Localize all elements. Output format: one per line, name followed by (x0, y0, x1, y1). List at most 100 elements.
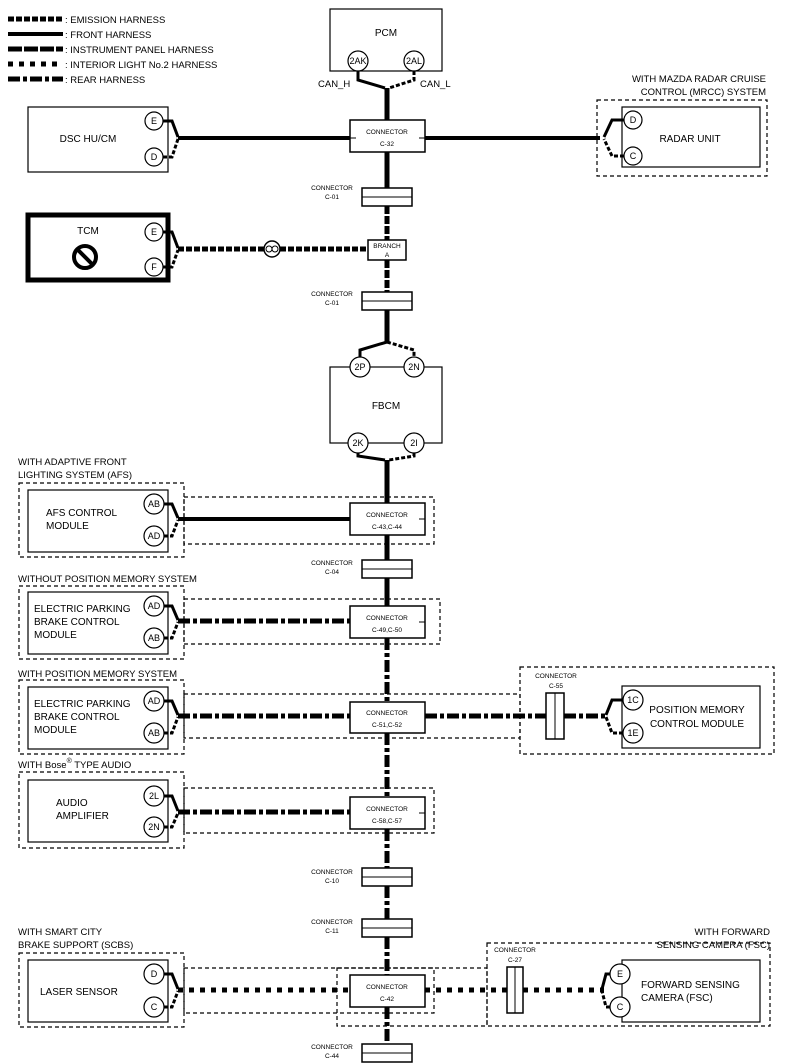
connector-c-51-c-52-caption: CONNECTOR (366, 710, 408, 717)
connector-c-42-id: C-42 (380, 996, 394, 1003)
fsc-title-1: WITH FORWARD (695, 927, 771, 938)
with-position-memory-title: WITH POSITION MEMORY SYSTEM (18, 669, 177, 680)
dsc-module: DSC HU/CM E D (27, 106, 350, 173)
afs-title-1: WITH ADAPTIVE FRONT (18, 457, 127, 468)
forward-sensing-camera: FORWARD SENSING CAMERA (FSC) E C (600, 959, 761, 1023)
connector-c-01-upper-id: C-01 (325, 194, 339, 201)
scbs-title-2: BRAKE SUPPORT (SCBS) (18, 940, 133, 951)
epb1-pin-ab-label: AB (148, 633, 160, 643)
fsc-option-box-right (486, 942, 771, 1027)
epb1-label-3: MODULE (34, 630, 77, 641)
connector-c-55-caption: CONNECTOR (535, 673, 577, 680)
epb2-label-1: ELECTRIC PARKING (34, 699, 131, 710)
connector-c-32-caption: CONNECTOR (366, 129, 408, 136)
connector-c-27: CONNECTOR C-27 (494, 947, 536, 1014)
connector-c-01-lower: CONNECTOR C-01 (311, 291, 413, 311)
epb1-option-box-right (183, 598, 441, 645)
connector-c-01-upper: CONNECTOR C-01 (311, 185, 413, 207)
fbcm-pin-2n (403, 356, 425, 378)
tcm-label: TCM (77, 226, 99, 237)
afs-control-module: AFS CONTROL MODULE AB AD (27, 489, 350, 553)
connector-c-51-c-52-id: C-51,C-52 (372, 722, 402, 729)
tcm-module: TCM E F (25, 212, 368, 283)
pmcm-label-2: CONTROL MODULE (650, 719, 744, 730)
connector-c-44-caption: CONNECTOR (311, 1044, 353, 1051)
mrcc-option-box (596, 99, 768, 177)
epb1-label-2: BRAKE CONTROL (34, 617, 120, 628)
epb2-pin-ab-label: AB (148, 728, 160, 738)
fsc-module-label-1: FORWARD SENSING (641, 980, 740, 991)
fbcm-pin-2n-label: 2N (408, 362, 420, 372)
connector-c-04-caption: CONNECTOR (311, 560, 353, 567)
epb-module-with-memory: ELECTRIC PARKING BRAKE CONTROL MODULE AD… (27, 686, 350, 750)
legend: : EMISSION HARNESS : FRONT HARNESS : INS… (8, 15, 217, 86)
legend-label-rear: : REAR HARNESS (65, 75, 145, 86)
dsc-label: DSC HU/CM (60, 134, 117, 145)
epb2-label-2: BRAKE CONTROL (34, 712, 120, 723)
dsc-pin-d-label: D (151, 152, 158, 162)
connector-c-10: CONNECTOR C-10 (311, 867, 413, 887)
tcm-pin-e-label: E (151, 227, 157, 237)
bose-registered-mark: ® (67, 757, 73, 765)
amp-label-1: AUDIO (56, 798, 88, 809)
amp-pin-2l-label: 2L (149, 791, 159, 801)
legend-label-instrument-panel: : INSTRUMENT PANEL HARNESS (65, 45, 214, 56)
connector-c-27-id: C-27 (508, 957, 522, 964)
legend-label-interior-light: : INTERIOR LIGHT No.2 HARNESS (65, 60, 217, 71)
legend-label-front: : FRONT HARNESS (65, 30, 151, 41)
fbcm-pin-2p (349, 356, 371, 378)
prohibition-icon (72, 244, 98, 270)
afs-pin-ab-label: AB (148, 499, 160, 509)
epb1-pin-ad-label: AD (148, 601, 161, 611)
audio-amplifier: AUDIO AMPLIFIER 2L 2N (27, 779, 350, 843)
position-memory-option-box (519, 666, 775, 755)
connector-c-58-c-57: CONNECTOR C-58,C-57 (349, 796, 426, 830)
connector-c-42: CONNECTOR C-42 (349, 974, 426, 1008)
mrcc-title-2: CONTROL (MRCC) SYSTEM (641, 87, 766, 98)
afs-module-label-2: MODULE (46, 521, 89, 532)
radar-pin-d-label: D (630, 115, 637, 125)
connector-c-04: CONNECTOR C-04 (311, 559, 413, 579)
connector-c-43-c-44-id: C-43,C-44 (372, 524, 402, 531)
fsc-pin-c-label: C (617, 1002, 624, 1012)
pcm-pin-2al-label: 2AL (406, 56, 422, 66)
connector-c-27-caption: CONNECTOR (494, 947, 536, 954)
fbcm-pin-2i-label: 2I (410, 438, 418, 448)
connector-c-32-id: C-32 (380, 141, 394, 148)
scbs-option-box-left (18, 952, 185, 1028)
laser-sensor: LASER SENSOR D C (27, 959, 350, 1023)
connector-c-55-id: C-55 (549, 683, 563, 690)
afs-module-label-1: AFS CONTROL (46, 508, 118, 519)
fbcm-pin-2k-label: 2K (352, 438, 363, 448)
fsc-option-box-left (336, 967, 488, 1027)
pcm-label: PCM (375, 28, 397, 39)
radar-pin-c-label: C (630, 151, 637, 161)
connector-c-11-id: C-11 (325, 928, 339, 935)
amp-label-2: AMPLIFIER (56, 811, 109, 822)
branch-a-id: A (385, 252, 390, 259)
fsc-module-label-2: CAMERA (FSC) (641, 993, 713, 1004)
connector-c-01-lower-id: C-01 (325, 300, 339, 307)
connector-c-58-c-57-caption: CONNECTOR (366, 806, 408, 813)
laser-pin-c-label: C (151, 1002, 158, 1012)
connector-c-43-c-44-caption: CONNECTOR (366, 512, 408, 519)
connector-c-44-id: C-44 (325, 1053, 339, 1060)
connector-c-49-c-50-id: C-49,C-50 (372, 627, 402, 634)
connector-c-49-c-50: CONNECTOR C-49,C-50 (349, 605, 426, 639)
connector-c-42-caption: CONNECTOR (366, 984, 408, 991)
connector-c-10-id: C-10 (325, 878, 339, 885)
bose-title: WITH Bose® TYPE AUDIO (18, 757, 131, 771)
connector-c-11: CONNECTOR C-11 (311, 918, 413, 938)
bose-title-pre: WITH Bose (18, 760, 67, 771)
afs-option-box-left (18, 482, 185, 558)
laser-pin-d-label: D (151, 969, 158, 979)
pcm-pin-2ak-label: 2AK (349, 56, 366, 66)
afs-title-2: LIGHTING SYSTEM (AFS) (18, 470, 132, 481)
connector-c-44: CONNECTOR C-44 (311, 1043, 413, 1063)
fsc-pin-e-label: E (617, 969, 623, 979)
scbs-title-1: WITH SMART CITY (18, 927, 103, 938)
connector-c-04-id: C-04 (325, 569, 339, 576)
position-memory-control-module: POSITION MEMORY CONTROL MODULE 1C 1E (604, 685, 761, 749)
radar-unit: RADAR UNIT D C (602, 106, 761, 168)
